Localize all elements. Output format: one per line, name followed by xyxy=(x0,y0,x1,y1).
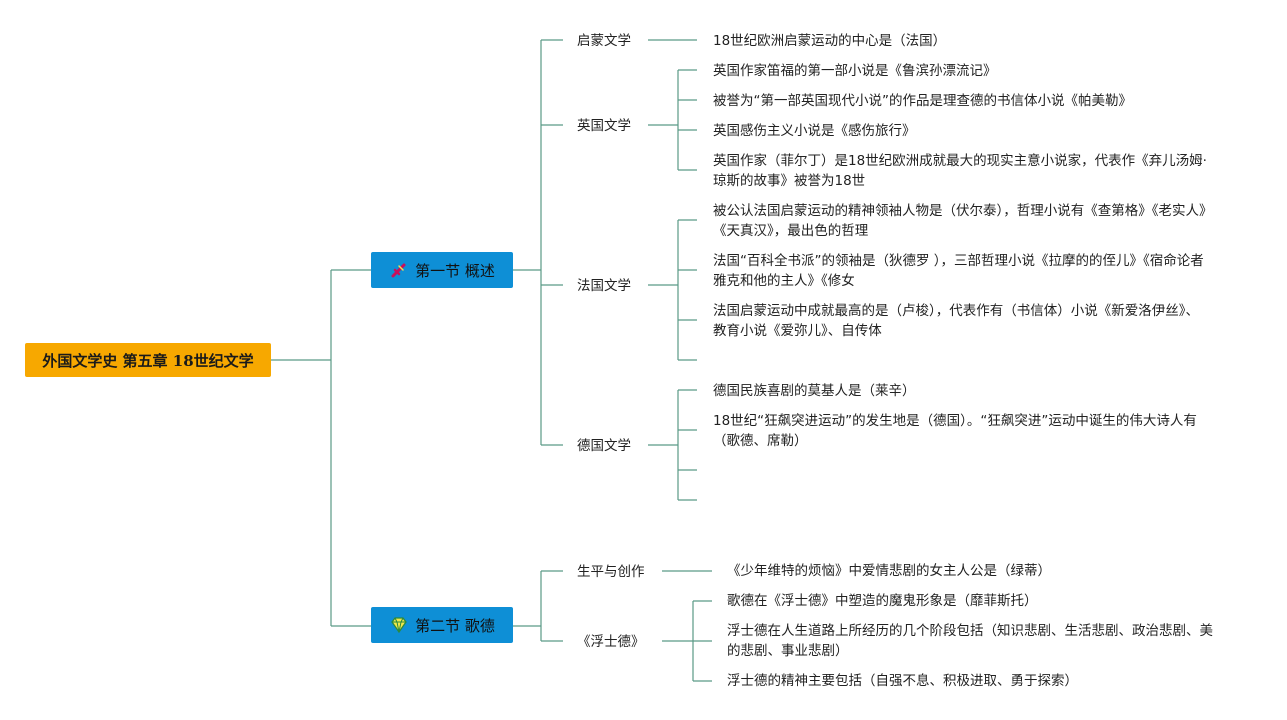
leaf-note[interactable]: 法国“百科全书派”的领袖是（狄德罗 ），三部哲理小说《拉摩的的侄儿》《宿命论者雅… xyxy=(713,253,1204,289)
leaf-note[interactable]: 浮士德的精神主要包括（自强不息、积极进取、勇于探索） xyxy=(727,673,1078,689)
sword-icon xyxy=(389,260,409,280)
topic-faust[interactable]: 《浮士德》 xyxy=(577,634,645,650)
leaf-note[interactable]: 18世纪“狂飙突进运动”的发生地是（德国）。“狂飙突进”运动中诞生的伟大诗人有（… xyxy=(713,413,1197,449)
topic-enlightenment[interactable]: 启蒙文学 xyxy=(577,33,631,49)
topic-german-literature[interactable]: 德国文学 xyxy=(577,438,631,454)
topic-french-literature[interactable]: 法国文学 xyxy=(577,278,631,294)
leaf-note[interactable]: 法国启蒙运动中成就最高的是（卢梭），代表作有（书信体）小说《新爱洛伊丝》、教育小… xyxy=(713,303,1199,339)
root-node[interactable]: 外国文学史 第五章 18世纪文学 xyxy=(25,343,271,377)
leaf-note[interactable]: 被誉为“第一部英国现代小说”的作品是理查德的书信体小说《帕美勒》 xyxy=(713,93,1132,109)
diamond-icon xyxy=(389,615,409,635)
leaf-note[interactable]: 德国民族喜剧的莫基人是（莱辛） xyxy=(713,383,916,399)
section-node-overview[interactable]: 第一节 概述 xyxy=(371,252,513,288)
leaf-note[interactable]: 英国作家笛福的第一部小说是《鲁滨孙漂流记》 xyxy=(713,63,997,79)
root-title: 外国文学史 第五章 18世纪文学 xyxy=(42,351,254,370)
leaf-note[interactable]: 歌德在《浮士德》中塑造的魔鬼形象是（靡菲斯托） xyxy=(727,593,1038,609)
leaf-note[interactable]: 英国作家（菲尔丁）是18世纪欧洲成就最大的现实主意小说家，代表作《弃儿汤姆·琼斯… xyxy=(713,153,1207,189)
leaf-note[interactable]: 浮士德在人生道路上所经历的几个阶段包括（知识悲剧、生活悲剧、政治悲剧、美的悲剧、… xyxy=(727,623,1213,659)
leaf-note[interactable]: 《少年维特的烦恼》中爱情悲剧的女主人公是（绿蒂） xyxy=(727,563,1051,579)
leaf-note[interactable]: 英国感伤主义小说是《感伤旅行》 xyxy=(713,123,916,139)
topic-life-and-works[interactable]: 生平与创作 xyxy=(577,564,645,580)
section-node-goethe[interactable]: 第二节 歌德 xyxy=(371,607,513,643)
leaf-note[interactable]: 18世纪欧洲启蒙运动的中心是（法国） xyxy=(713,33,947,49)
leaf-note[interactable]: 被公认法国启蒙运动的精神领袖人物是（伏尔泰），哲理小说有《查第格》《老实人》《天… xyxy=(713,203,1206,239)
section-title: 第二节 歌德 xyxy=(415,616,495,635)
topic-english-literature[interactable]: 英国文学 xyxy=(577,118,631,134)
section-title: 第一节 概述 xyxy=(415,261,495,280)
